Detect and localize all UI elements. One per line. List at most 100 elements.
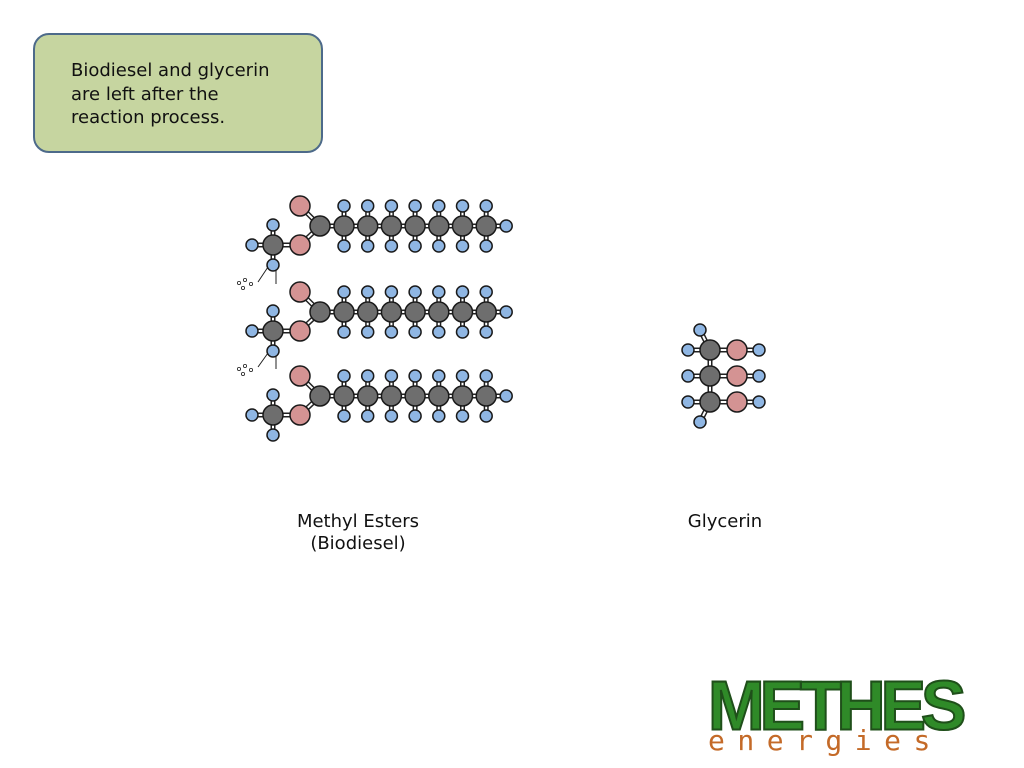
ester-3-hydrogen — [266, 428, 280, 442]
glycerin-hydrogen — [681, 343, 695, 357]
glycerin-oxygen — [726, 391, 748, 413]
ester-1-oxygen — [289, 234, 311, 256]
ester-3-hydrogen — [266, 388, 280, 402]
ester-1-hydrogen — [408, 239, 422, 253]
callout-box: Biodiesel and glycerin are left after th… — [33, 33, 323, 153]
ester-1-hydrogen — [266, 218, 280, 232]
methyl-esters-caption: Methyl Esters (Biodiesel) — [258, 511, 458, 555]
bubble-mark — [236, 366, 241, 371]
ester-1-hydrogen — [408, 199, 422, 213]
ester-2-carbon — [451, 301, 474, 323]
ester-1-hydrogen — [455, 199, 470, 213]
ester-2-hydrogen — [432, 325, 446, 339]
ester-2-oxygen — [289, 320, 311, 342]
ester-2-hydrogen — [499, 305, 513, 319]
ester-3-hydrogen — [384, 369, 399, 383]
ester-3-carbon — [475, 385, 497, 407]
ester-3-carbon — [380, 385, 403, 407]
ester-1-carbon — [451, 215, 474, 237]
glycerin-carbon — [699, 391, 721, 413]
ester-1-carbon — [356, 215, 379, 237]
glycerin-hydrogen — [693, 323, 707, 337]
ester-1-carbon — [404, 215, 426, 237]
ester-2-carbon — [428, 301, 450, 323]
ester-3-hydrogen — [408, 369, 422, 383]
ester-1-hydrogen — [432, 199, 446, 213]
ester-3-hydrogen — [245, 408, 259, 422]
ester-3-carbon — [404, 385, 426, 407]
bubble-mark — [236, 280, 241, 285]
glycerin-carbon — [699, 365, 721, 387]
ester-1-carbon — [475, 215, 497, 237]
ester-3-hydrogen — [408, 409, 422, 423]
ester-2-hydrogen — [266, 304, 280, 318]
bubble-mark — [242, 363, 247, 368]
ester-1-hydrogen — [384, 199, 399, 213]
glycerin-hydrogen — [681, 369, 695, 383]
ester-3-hydrogen — [479, 409, 493, 423]
ester-2-hydrogen — [337, 285, 351, 299]
ester-1-carbon — [333, 215, 355, 237]
ester-1-hydrogen — [245, 238, 259, 252]
ester-3-oxygen — [289, 365, 311, 387]
ester-2-hydrogen — [408, 285, 422, 299]
ester-3-hydrogen — [455, 409, 470, 423]
glycerin-hydrogen — [752, 343, 766, 357]
glycerin-hydrogen — [752, 369, 766, 383]
callout-line-2: are left after the — [71, 83, 219, 105]
ester-2-hydrogen — [455, 285, 470, 299]
ester-2-hydrogen — [360, 325, 375, 339]
callout-line-1: Biodiesel and glycerin — [71, 60, 270, 81]
callout-line-3: reaction process. — [71, 107, 226, 128]
ester-2-carbon — [262, 320, 284, 342]
ester-3-hydrogen — [360, 409, 375, 423]
ester-2-hydrogen — [408, 325, 422, 339]
ester-2-hydrogen — [432, 285, 446, 299]
ester-3-carbon — [309, 385, 331, 407]
ester-1-hydrogen — [479, 199, 493, 213]
bubble-mark — [240, 285, 245, 290]
bubble-mark — [248, 281, 253, 286]
ester-2-carbon — [475, 301, 497, 323]
ester-2-hydrogen — [337, 325, 351, 339]
ester-1-carbon — [380, 215, 403, 237]
ester-1-hydrogen — [499, 219, 513, 233]
ester-1-carbon — [262, 234, 284, 256]
glycerin-hydrogen — [693, 415, 707, 429]
ester-3-hydrogen — [384, 409, 399, 423]
bubble-mark — [242, 277, 247, 282]
logo-subtitle: energies — [708, 724, 943, 757]
bubble-mark — [240, 371, 245, 376]
ester-1-hydrogen — [337, 239, 351, 253]
ester-1-hydrogen — [479, 239, 493, 253]
ester-3-hydrogen — [360, 369, 375, 383]
ester-3-hydrogen — [337, 369, 351, 383]
glycerin-caption: Glycerin — [687, 511, 763, 532]
ester-2-hydrogen — [266, 344, 280, 358]
ester-3-hydrogen — [455, 369, 470, 383]
ester-3-hydrogen — [499, 389, 513, 403]
ester-2-carbon — [404, 301, 426, 323]
ester-3-hydrogen — [432, 409, 446, 423]
ester-3-carbon — [451, 385, 474, 407]
ester-1-hydrogen — [455, 239, 470, 253]
ester-2-hydrogen — [455, 325, 470, 339]
glycerin-hydrogen — [752, 395, 766, 409]
ester-1-hydrogen — [360, 239, 375, 253]
glycerin-oxygen — [726, 365, 748, 387]
glycerin-oxygen — [726, 339, 748, 361]
ester-3-carbon — [356, 385, 379, 407]
ester-2-hydrogen — [360, 285, 375, 299]
ester-2-hydrogen — [479, 325, 493, 339]
ester-3-hydrogen — [479, 369, 493, 383]
ester-3-hydrogen — [337, 409, 351, 423]
ester-2-carbon — [309, 301, 331, 323]
methyl-esters-label: Methyl Esters — [296, 511, 420, 532]
ester-1-oxygen — [289, 195, 311, 217]
ester-1-carbon — [428, 215, 450, 237]
ester-2-hydrogen — [384, 325, 399, 339]
ester-3-carbon — [428, 385, 450, 407]
ester-3-carbon — [262, 404, 284, 426]
ester-2-oxygen — [289, 281, 311, 303]
